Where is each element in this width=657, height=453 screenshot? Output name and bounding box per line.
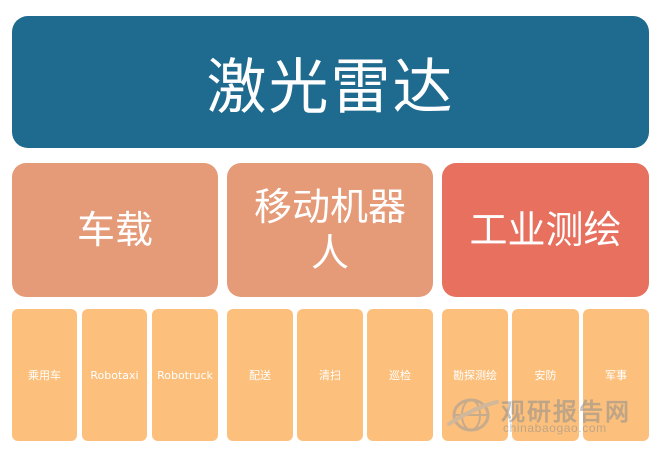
category-node-industrial-mapping: 工业测绘 xyxy=(442,163,649,297)
leaf-node: Robotruck xyxy=(152,309,218,441)
category-node-mobile-robot: 移动机器人 xyxy=(227,163,433,297)
leaf-label: 军事 xyxy=(605,369,627,382)
leaf-node: 巡检 xyxy=(367,309,433,441)
leaf-label: 配送 xyxy=(249,369,271,382)
leaf-node: 乘用车 xyxy=(12,309,77,441)
leaf-label: 清扫 xyxy=(319,369,341,382)
category-label-mobile-robot: 移动机器人 xyxy=(253,185,406,275)
leaf-label: 勘探测绘 xyxy=(453,369,497,382)
root-node-lidar: 激光雷达 xyxy=(12,16,649,148)
leaf-node: 配送 xyxy=(227,309,293,441)
root-node-label: 激光雷达 xyxy=(206,52,455,123)
leaf-node: Robotaxi xyxy=(82,309,147,441)
leaf-label: 乘用车 xyxy=(28,369,61,382)
leaf-label: 巡检 xyxy=(389,369,411,382)
leaf-node: 安防 xyxy=(512,309,579,441)
leaf-label: Robotruck xyxy=(157,368,213,382)
category-label-vehicle: 车载 xyxy=(76,208,153,252)
leaf-label: Robotaxi xyxy=(90,368,139,382)
leaf-label: 安防 xyxy=(534,369,557,382)
category-node-vehicle: 车载 xyxy=(12,163,218,297)
leaf-node: 清扫 xyxy=(297,309,363,441)
leaf-node: 军事 xyxy=(583,309,649,441)
leaf-node: 勘探测绘 xyxy=(442,309,508,441)
category-label-industrial-mapping: 工业测绘 xyxy=(469,208,622,252)
